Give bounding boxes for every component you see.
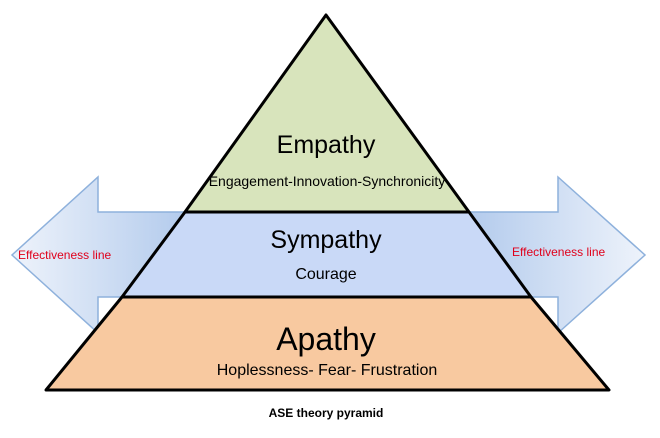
apathy-title: Apathy <box>276 321 376 357</box>
empathy-subtitle: Engagement-Innovation-Synchronicity <box>208 173 446 189</box>
sympathy-title: Sympathy <box>270 226 382 254</box>
empathy-title: Empathy <box>276 131 376 159</box>
apathy-subtitle: Hoplessness- Fear- Frustration <box>216 362 438 379</box>
diagram-caption: ASE theory pyramid <box>268 406 384 420</box>
sympathy-subtitle: Courage <box>295 266 357 283</box>
left-effectiveness-label: Effectiveness line <box>18 248 112 262</box>
right-effectiveness-label: Effectiveness line <box>512 245 606 259</box>
empathy-level-shape <box>183 13 471 214</box>
